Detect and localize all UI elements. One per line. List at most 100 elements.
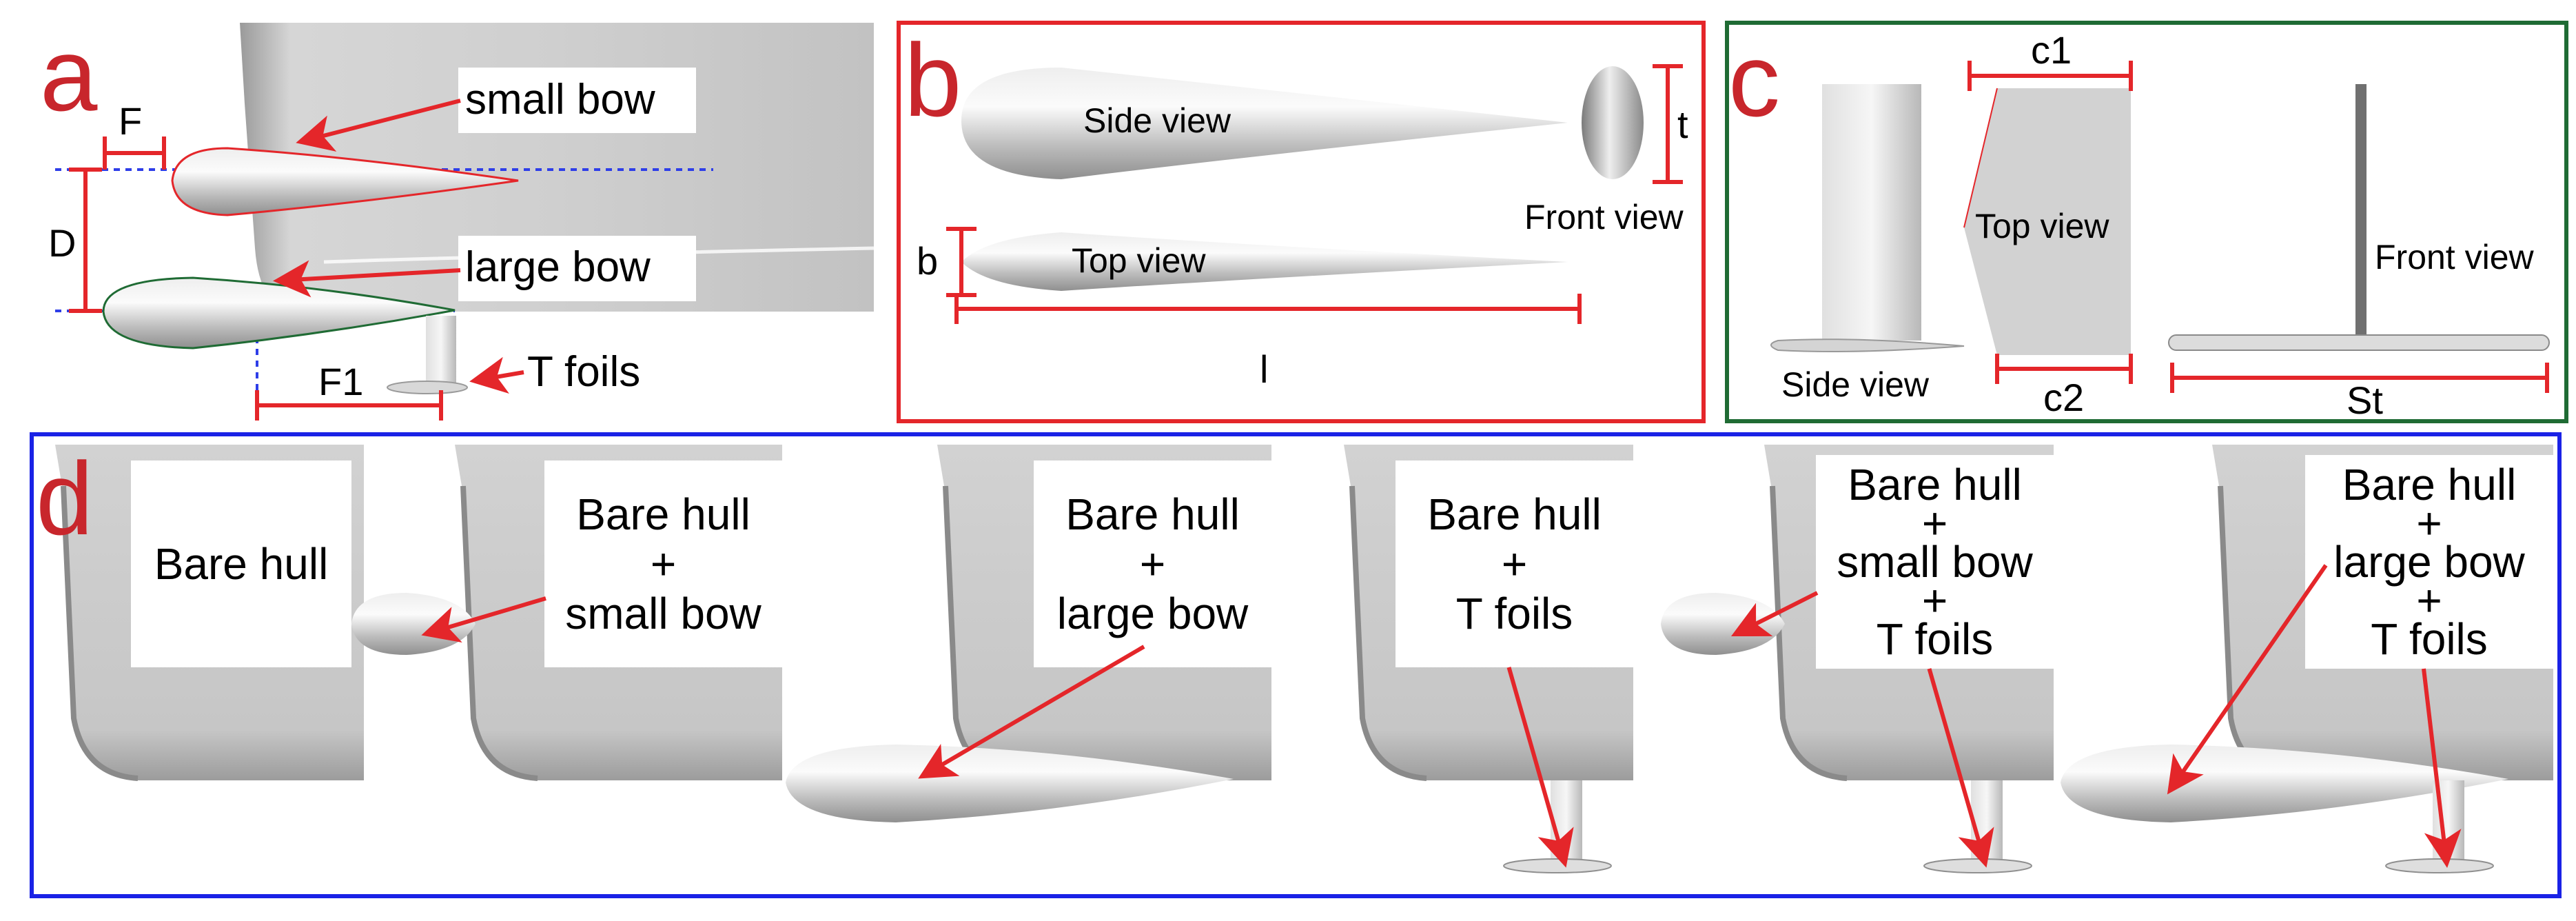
configuration-label-line: T foils — [1877, 614, 1994, 664]
configuration-label-line: Bare hull — [154, 539, 329, 589]
foil-side-view-strut — [1822, 84, 1921, 341]
pointer-arrow — [1927, 668, 1994, 868]
dimension-t-label: t — [1677, 103, 1688, 146]
configuration-label-line: + — [2416, 498, 2442, 548]
hull-edge — [1770, 485, 1848, 781]
pointer-arrow — [1506, 667, 1574, 868]
pointer-arrow — [2422, 668, 2462, 868]
configuration-label-line: + — [651, 539, 676, 589]
foil-front-view-wing — [2168, 334, 2550, 351]
foil-top-view-edge — [1963, 88, 1998, 228]
configuration-label-line: large bow — [2333, 537, 2525, 587]
large-bow-shape — [786, 745, 1234, 822]
foil-top-view-shape — [1964, 88, 2131, 355]
configuration-label-line: + — [1922, 576, 1948, 625]
panel-c: c Side view Top view c1 c2 Front view St — [1725, 21, 2568, 423]
t-foils-arrow — [469, 356, 524, 394]
configuration-label-line: Bare hull — [1065, 489, 1240, 539]
configuration-5: Bare hull+small bow+T foils — [1661, 445, 2054, 873]
t-foil-wing — [1503, 858, 1612, 873]
label-box — [458, 236, 696, 301]
configuration-label-line: Bare hull — [1848, 460, 2022, 509]
panel-d-frame — [30, 432, 2562, 898]
front-view-label: Front view — [1524, 198, 1684, 236]
small-bow-label: small bow — [465, 76, 655, 123]
panel-c-frame — [1725, 21, 2568, 423]
panel-letter-c: c — [1728, 22, 1780, 138]
dimension-d-label: D — [48, 221, 76, 265]
label-box — [2305, 455, 2553, 669]
side-view-label: Side view — [1781, 365, 1930, 404]
pointer-arrow — [1730, 591, 1819, 637]
configuration-label-line: large bow — [1057, 589, 1249, 638]
bow-front-view-shape — [1582, 66, 1644, 179]
large-bow-label: large bow — [465, 243, 651, 291]
t-foil-strut — [1551, 780, 1582, 863]
hull-edge — [61, 485, 139, 781]
pointer-arrow — [421, 596, 546, 643]
panel-letter-a: a — [40, 17, 98, 132]
t-foil-wing — [387, 381, 468, 394]
small-bow-shape — [171, 147, 519, 216]
configuration-3: Bare hull+large bow — [786, 445, 1271, 822]
panel-letter-b: b — [904, 22, 961, 138]
foil-front-view-strut — [2355, 84, 2367, 339]
configuration-6: Bare hull+large bow+T foils — [2061, 445, 2553, 873]
dimension-st-label: St — [2347, 378, 2383, 422]
top-view-label: Top view — [1072, 241, 1206, 280]
label-box — [1034, 460, 1271, 667]
bow-top-view-shape — [961, 232, 1568, 291]
dimension-f1-label: F1 — [318, 360, 363, 403]
hull-edge — [460, 485, 538, 781]
panel-b-frame — [897, 21, 1706, 423]
dimension-b-label: b — [917, 239, 938, 283]
configuration-label-line: T foils — [1456, 589, 1573, 638]
dimension-c2-label: c2 — [2043, 376, 2084, 419]
small-bow-shape — [1661, 593, 1785, 655]
t-foil-wing — [1923, 858, 2032, 873]
panel-a: a small bow large bow T foils F D F1 — [40, 17, 875, 421]
hull-shape — [240, 23, 874, 312]
hull-edge — [1349, 485, 1427, 781]
label-box — [1816, 455, 2054, 669]
pointer-arrow — [2167, 564, 2328, 795]
label-box — [544, 460, 782, 667]
configuration-label-line: Bare hull — [1427, 489, 1602, 539]
configuration-label-line: + — [1922, 498, 1948, 548]
configuration-label-line: small bow — [565, 589, 761, 638]
large-bow-arrow — [273, 260, 461, 298]
t-foils-label: T foils — [527, 348, 640, 396]
configuration-2: Bare hull+small bow — [351, 445, 782, 781]
panel-letter-d: d — [36, 441, 93, 556]
dimension-c1-label: c1 — [2031, 28, 2072, 72]
t-foil-wing — [2385, 858, 2494, 873]
dimension-l-label: l — [1260, 347, 1268, 391]
configuration-label-line: Bare hull — [576, 489, 750, 539]
configuration-label-line: Bare hull — [2342, 460, 2517, 509]
configuration-label-line: + — [1140, 539, 1165, 589]
configuration-1: Bare hull — [55, 445, 364, 781]
dimension-f-label: F — [119, 99, 142, 143]
large-bow-shape — [102, 276, 456, 350]
configuration-4: Bare hull+T foils — [1344, 445, 1633, 873]
label-box — [131, 460, 351, 667]
foil-side-view-wing — [1770, 338, 1965, 352]
configuration-label-line: + — [2416, 576, 2442, 625]
configuration-label-line: T foils — [2371, 614, 2488, 664]
t-foil-strut — [1971, 780, 2003, 863]
panel-b: b Side view t Front view Top view b l — [897, 21, 1706, 423]
bow-side-view-shape — [961, 68, 1568, 179]
label-box — [1396, 460, 1633, 667]
small-bow-arrow — [296, 99, 461, 152]
side-view-label: Side view — [1083, 101, 1231, 140]
top-view-label: Top view — [1975, 207, 2109, 245]
front-view-label: Front view — [2375, 238, 2535, 276]
t-foil-strut — [426, 316, 456, 385]
configuration-label-line: small bow — [1837, 537, 2033, 587]
pointer-arrow — [918, 645, 1145, 779]
label-box — [458, 68, 696, 133]
configuration-label-line: + — [1502, 539, 1527, 589]
